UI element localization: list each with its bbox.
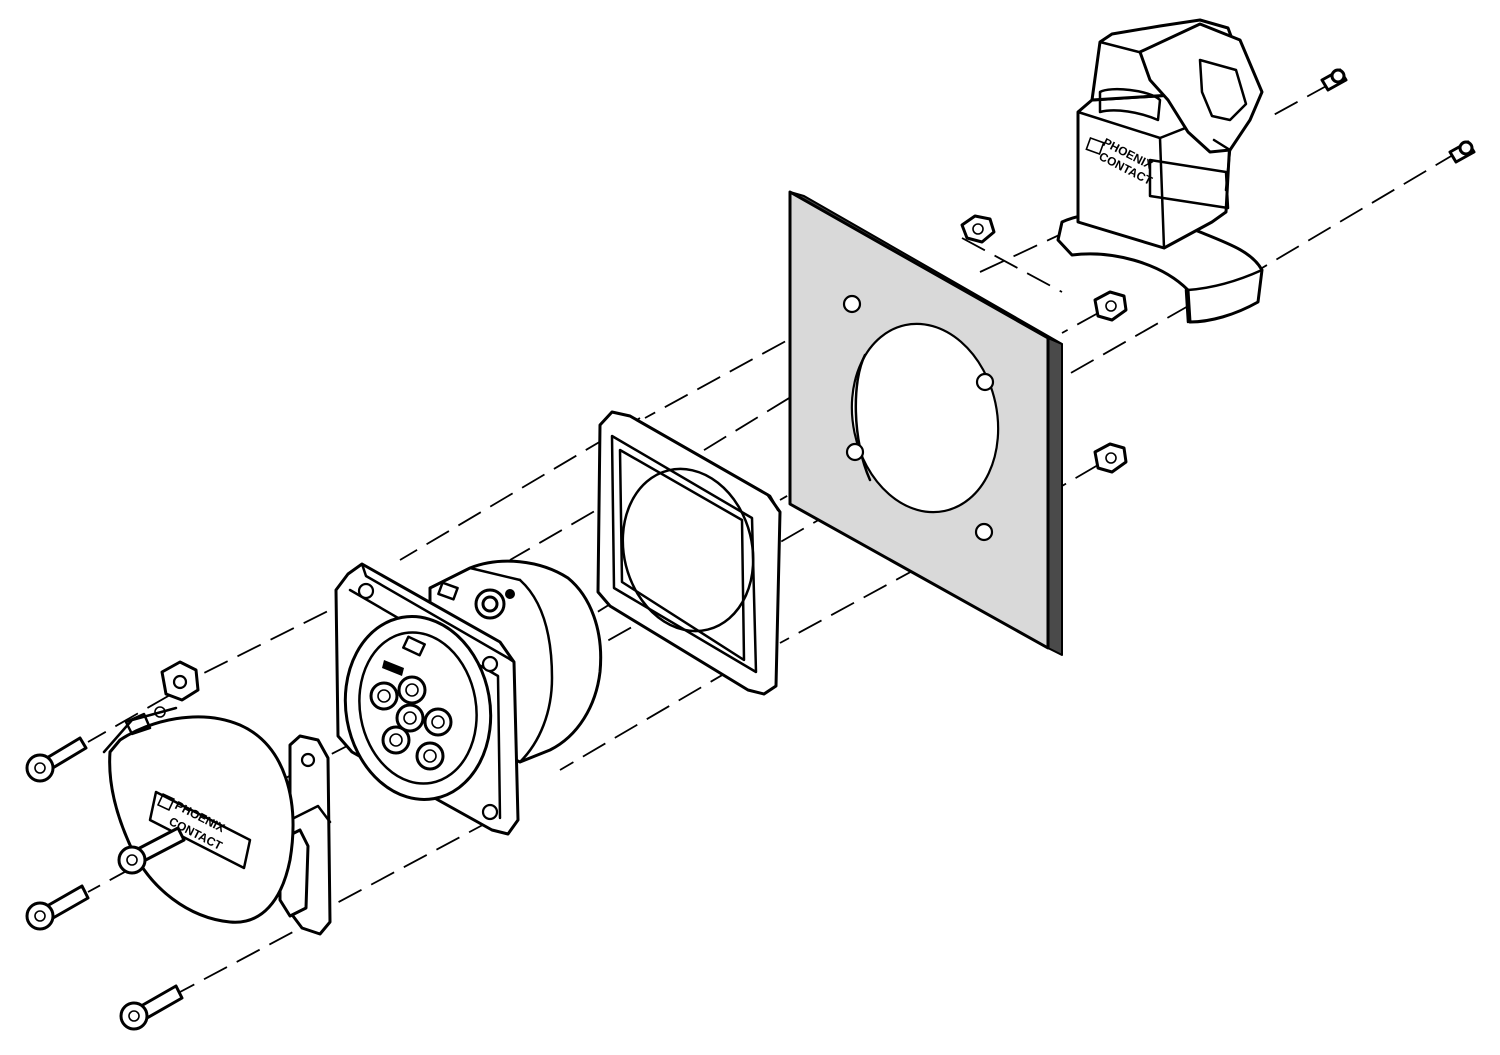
hex-nut-top: [960, 214, 996, 244]
gasket: [596, 410, 782, 696]
screw-front-2: [117, 826, 186, 875]
screw-front-3: [25, 884, 90, 931]
mounting-panel: [788, 190, 1063, 656]
hinged-cap: PHOENIX CONTACT: [102, 660, 332, 936]
screw-small-top: [1320, 68, 1348, 92]
socket-contacts: [369, 675, 453, 771]
screw-front-4: [119, 984, 184, 1031]
hex-nut-bottom: [1093, 442, 1128, 474]
screw-small-right: [1448, 140, 1476, 164]
rear-housing: PHOENIX CONTACT: [1056, 18, 1264, 324]
screw-front-1: [25, 736, 88, 783]
hex-nut-middle: [1093, 290, 1128, 322]
